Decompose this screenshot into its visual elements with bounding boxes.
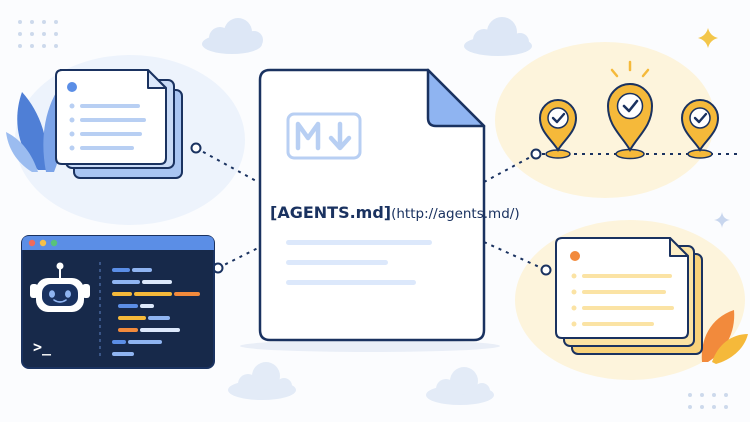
link-url: (http://agents.md/) — [391, 206, 519, 222]
cloud-icon — [464, 17, 532, 56]
connector-node — [540, 264, 552, 276]
window-minimize-dot — [39, 239, 47, 247]
checkmark-icon — [551, 112, 566, 124]
connector-node — [530, 148, 542, 160]
content-lines — [286, 240, 432, 285]
window-maximize-dot — [50, 239, 58, 247]
terminal-prompt: >_ — [33, 338, 52, 356]
stacked-document-blue — [55, 69, 183, 179]
leaf-icon — [701, 310, 748, 364]
location-pin-icon — [680, 99, 720, 159]
connector-top-left — [195, 147, 259, 183]
robot-icon — [30, 262, 90, 312]
checkmark-icon — [622, 99, 639, 113]
dot-grid-bottom-right — [688, 393, 728, 409]
sparkle-icon — [714, 212, 730, 228]
window-close-dot — [28, 239, 36, 247]
connector-bottom-left — [217, 247, 259, 269]
checkmark-icon — [693, 112, 708, 124]
link-text: [AGENTS.md] — [270, 203, 391, 222]
connectors — [195, 147, 547, 271]
sparkle-icon — [698, 28, 718, 48]
right-top-blob — [495, 42, 715, 198]
location-pin-icon — [606, 83, 654, 160]
terminal-window: >_ — [21, 235, 215, 369]
markdown-icon — [286, 112, 362, 160]
agents-md-link: [AGENTS.md](http://agents.md/) — [270, 203, 520, 222]
connector-top-right — [483, 153, 537, 183]
connector-bottom-right — [483, 241, 547, 271]
code-lines — [112, 268, 200, 356]
connector-node — [190, 142, 202, 154]
cloud-icon — [228, 362, 296, 400]
pin-rays — [610, 60, 650, 78]
center-document: [AGENTS.md](http://agents.md/) — [240, 68, 520, 352]
location-pin-icon — [538, 99, 578, 159]
cloud-icon — [202, 18, 263, 54]
stacked-document-yellow — [555, 237, 703, 355]
cloud-icon — [426, 367, 494, 405]
dot-grid-top-left — [18, 20, 58, 48]
